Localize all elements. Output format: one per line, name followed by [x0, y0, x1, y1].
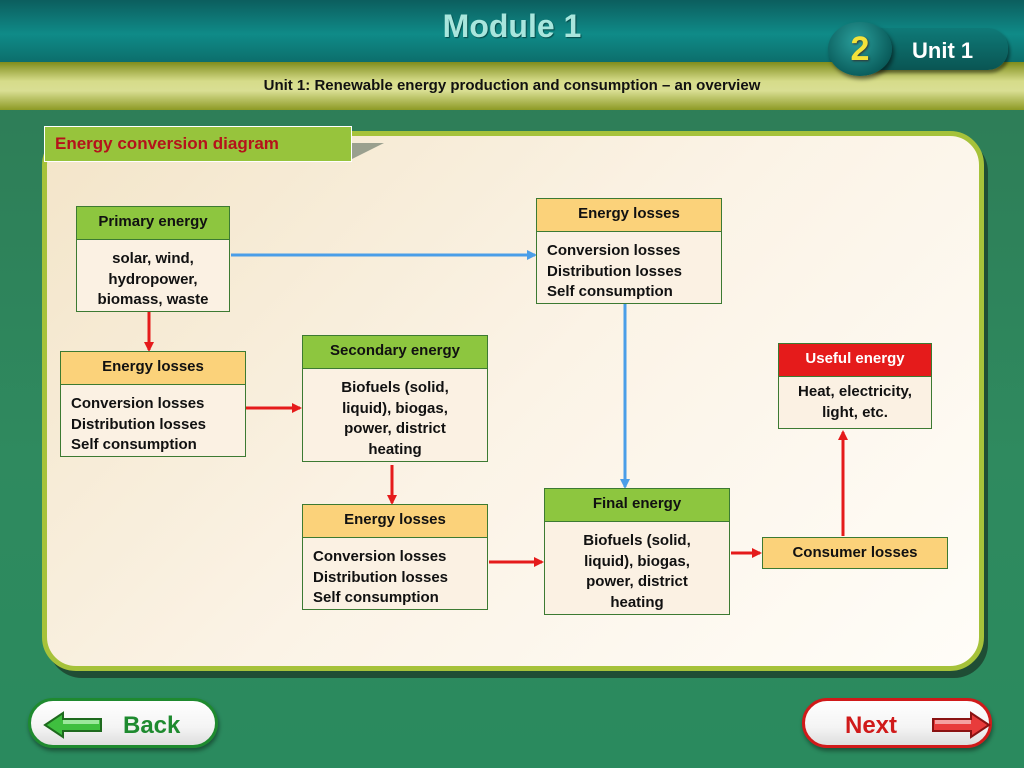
energy-losses-line: Distribution losses — [547, 262, 683, 280]
primary-energy-line: biomass, waste — [97, 291, 209, 308]
primary-energy-line: solar, wind, — [112, 250, 194, 267]
unit-subtitle: Unit 1: Renewable energy production and … — [263, 77, 761, 94]
final-energy-title: Final energy — [545, 489, 729, 522]
energy-losses-mid-box: Energy losses Conversion losses Distribu… — [302, 504, 488, 610]
next-label: Next — [845, 712, 898, 739]
energy-losses-top-body: Conversion losses Distribution losses Se… — [537, 232, 721, 303]
energy-losses-line: Self consumption — [313, 589, 439, 606]
module-title: Module 1 — [442, 8, 582, 44]
final-energy-line: heating — [610, 593, 664, 611]
energy-losses-top-box: Energy losses Conversion losses Distribu… — [536, 198, 722, 304]
primary-energy-box: Primary energy solar, wind, hydropower, … — [76, 206, 230, 312]
primary-energy-body: solar, wind, hydropower, biomass, waste — [77, 240, 229, 311]
consumer-losses-box: Consumer losses — [762, 537, 948, 569]
energy-losses-mid-title: Energy losses — [303, 505, 487, 538]
energy-losses-line: Conversion losses — [313, 548, 447, 565]
energy-losses-top-title: Energy losses — [537, 199, 721, 232]
secondary-energy-line: power, district — [344, 420, 446, 437]
section-title: Energy conversion diagram — [55, 134, 279, 153]
secondary-energy-body: Biofuels (solid, liquid), biogas, power,… — [303, 369, 487, 460]
final-energy-box: Final energy Biofuels (solid, liquid), b… — [544, 488, 730, 615]
primary-energy-title: Primary energy — [77, 207, 229, 240]
final-energy-body: Biofuels (solid, liquid), biogas, power,… — [545, 522, 729, 613]
useful-energy-title: Useful energy — [779, 344, 931, 377]
useful-energy-line: light, etc. — [822, 403, 888, 421]
back-label: Back — [123, 712, 181, 739]
energy-losses-line: Distribution losses — [313, 568, 449, 586]
unit-number: 2 — [850, 30, 870, 68]
energy-losses-line: Distribution losses — [71, 415, 207, 433]
energy-losses-left-title: Energy losses — [61, 352, 245, 385]
arrow-left-icon — [43, 711, 102, 739]
unit-label: Unit 1 — [912, 38, 974, 63]
secondary-energy-line: liquid), biogas, — [342, 399, 448, 417]
energy-losses-line: Self consumption — [547, 283, 673, 300]
energy-losses-mid-body: Conversion losses Distribution losses Se… — [303, 538, 487, 609]
back-button[interactable]: Back — [28, 698, 218, 748]
secondary-energy-box: Secondary energy Biofuels (solid, liquid… — [302, 335, 488, 462]
section-tab — [44, 126, 352, 162]
secondary-energy-line: heating — [368, 440, 422, 458]
energy-losses-left-box: Energy losses Conversion losses Distribu… — [60, 351, 246, 457]
secondary-energy-title: Secondary energy — [303, 336, 487, 369]
unit-number-badge — [828, 22, 892, 76]
useful-energy-line: Heat, electricity, — [798, 383, 912, 400]
secondary-energy-line: Biofuels (solid, — [341, 379, 449, 396]
arrow-right-icon — [932, 711, 991, 739]
useful-energy-body: Heat, electricity, light, etc. — [779, 377, 931, 423]
final-energy-line: liquid), biogas, — [584, 552, 690, 570]
final-energy-line: Biofuels (solid, — [583, 532, 691, 549]
energy-losses-left-body: Conversion losses Distribution losses Se… — [61, 385, 245, 456]
next-button[interactable]: Next — [802, 698, 992, 748]
energy-losses-line: Conversion losses — [71, 395, 205, 412]
energy-losses-line: Self consumption — [71, 436, 197, 453]
useful-energy-box: Useful energy Heat, electricity, light, … — [778, 343, 932, 429]
final-energy-line: power, district — [586, 573, 688, 590]
energy-losses-line: Conversion losses — [547, 242, 681, 259]
primary-energy-line: hydropower, — [108, 270, 198, 288]
